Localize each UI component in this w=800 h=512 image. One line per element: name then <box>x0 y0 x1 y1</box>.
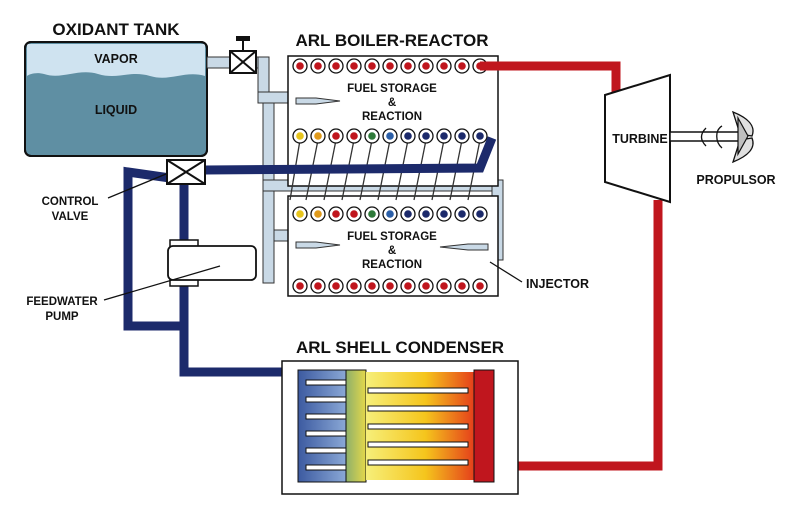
boiler-reactor-label: ARL BOILER-REACTOR <box>296 31 489 50</box>
tube-core-top_outer-4 <box>368 62 376 70</box>
tube-core-bottom_outer-5 <box>386 282 394 290</box>
tube-core-top_outer-9 <box>458 62 466 70</box>
feedwater-pump-label-line2: PUMP <box>45 311 79 323</box>
propulsor-label: PROPULSOR <box>696 173 775 187</box>
injector-leader <box>489 261 523 283</box>
propulsor-icon <box>700 110 754 164</box>
fuel-storage-label-bottom: FUEL STORAGE <box>347 231 437 243</box>
tube-core-bottom_outer-6 <box>404 282 412 290</box>
tube-core-bottom_inner-4 <box>368 210 376 218</box>
tube-row-bottom-outer <box>292 278 488 294</box>
amp-label-bottom: & <box>388 245 396 257</box>
vapor-valve-icon <box>229 36 257 74</box>
tube-core-top_inner-6 <box>404 132 412 140</box>
shell-condenser <box>281 360 519 495</box>
tube-core-bottom_inner-6 <box>404 210 412 218</box>
shell-condenser-label: ARL SHELL CONDENSER <box>296 338 504 357</box>
injector-label: INJECTOR <box>526 277 589 291</box>
fuel-storage-label-top: FUEL STORAGE <box>347 83 437 95</box>
tube-core-top_inner-5 <box>386 132 394 140</box>
tube-core-top_outer-1 <box>314 62 322 70</box>
tube-core-top_outer-3 <box>350 62 358 70</box>
tube-core-bottom_inner-0 <box>296 210 304 218</box>
tube-core-bottom_outer-9 <box>458 282 466 290</box>
tube-core-bottom_outer-0 <box>296 282 304 290</box>
control-valve-label-line2: VALVE <box>52 211 89 223</box>
tube-core-bottom_outer-8 <box>440 282 448 290</box>
tube-core-bottom_outer-7 <box>422 282 430 290</box>
tube-core-bottom_inner-5 <box>386 210 394 218</box>
reaction-label-top: REACTION <box>362 111 422 123</box>
tube-core-top_outer-5 <box>386 62 394 70</box>
tube-core-bottom_outer-2 <box>332 282 340 290</box>
tube-core-top_inner-9 <box>458 132 466 140</box>
control-valve-icon <box>166 159 206 185</box>
tube-core-top_outer-7 <box>422 62 430 70</box>
tube-core-top_outer-0 <box>296 62 304 70</box>
tube-core-bottom_inner-3 <box>350 210 358 218</box>
tube-core-top_inner-10 <box>476 132 484 140</box>
tube-core-top_outer-6 <box>404 62 412 70</box>
tube-core-top_inner-0 <box>296 132 304 140</box>
tube-core-top_inner-7 <box>422 132 430 140</box>
feedwater-line <box>123 136 497 377</box>
feedwater-pump-icon <box>167 239 257 287</box>
tube-core-top_inner-1 <box>314 132 322 140</box>
tube-core-bottom_inner-9 <box>458 210 466 218</box>
tube-core-bottom_outer-1 <box>314 282 322 290</box>
tube-core-bottom_inner-7 <box>422 210 430 218</box>
vapor-label: VAPOR <box>94 52 138 66</box>
tube-row-top-outer <box>292 58 488 74</box>
feedwater-pump-leader <box>103 265 221 301</box>
tube-core-bottom_outer-4 <box>368 282 376 290</box>
tube-core-bottom_outer-3 <box>350 282 358 290</box>
tube-core-top_outer-8 <box>440 62 448 70</box>
tube-core-top_inner-4 <box>368 132 376 140</box>
amp-label-top: & <box>388 97 396 109</box>
tube-row-bottom-inner <box>292 206 488 222</box>
oxidant-tank <box>24 41 208 157</box>
tube-row-top-inner <box>292 128 488 144</box>
control-valve-leader <box>107 173 167 199</box>
tube-core-top_inner-8 <box>440 132 448 140</box>
oxidant-tank-label: OXIDANT TANK <box>52 20 180 39</box>
tube-core-top_inner-2 <box>332 132 340 140</box>
turbine-label: TURBINE <box>612 132 668 146</box>
liquid-label: LIQUID <box>95 103 137 117</box>
tube-core-bottom_outer-10 <box>476 282 484 290</box>
tube-core-top_inner-3 <box>350 132 358 140</box>
tube-core-bottom_inner-1 <box>314 210 322 218</box>
tube-core-bottom_inner-10 <box>476 210 484 218</box>
tube-core-bottom_inner-2 <box>332 210 340 218</box>
tube-core-bottom_inner-8 <box>440 210 448 218</box>
reaction-label-bottom: REACTION <box>362 259 422 271</box>
control-valve-label-line1: CONTROL <box>42 196 99 208</box>
feedwater-pump-label-line1: FEEDWATER <box>26 296 98 308</box>
steam-line <box>480 61 663 471</box>
tube-core-top_outer-2 <box>332 62 340 70</box>
